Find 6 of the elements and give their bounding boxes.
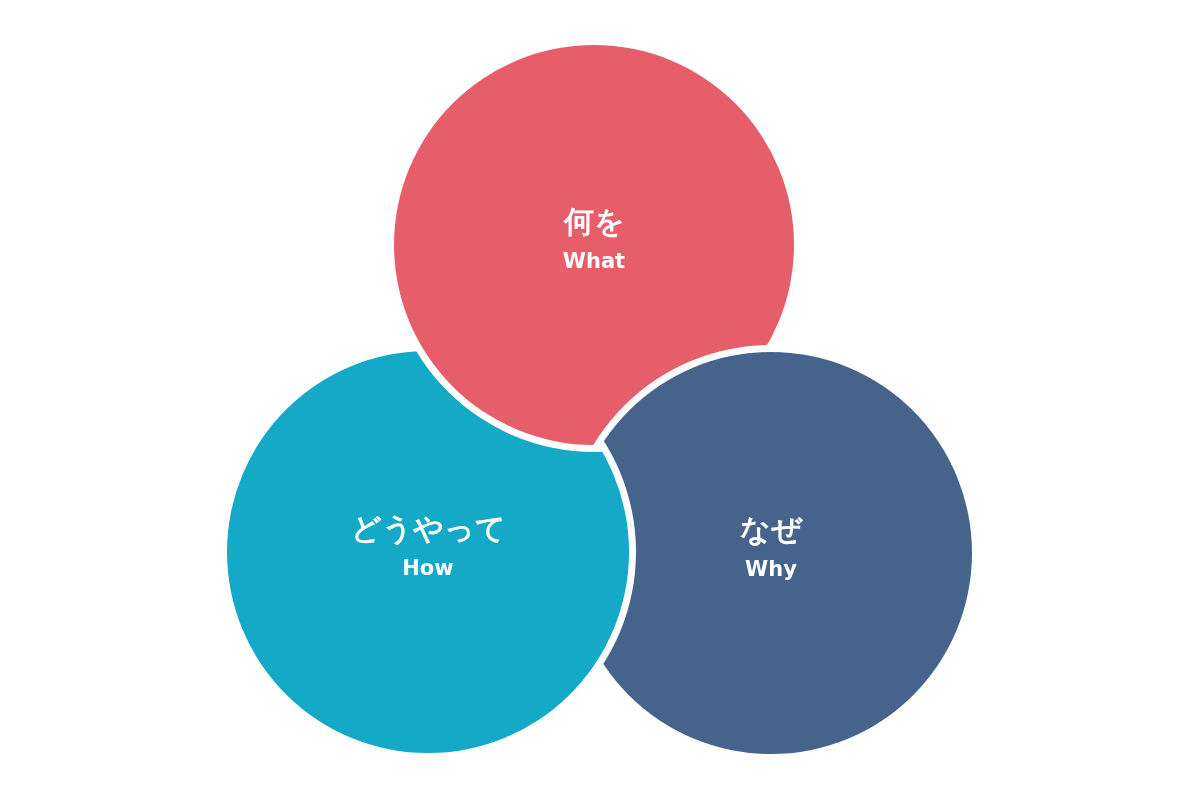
circle-heading: 何を [563, 203, 625, 241]
circle-subheading: How [402, 555, 454, 582]
circle-heading: どうやって [350, 510, 506, 548]
circle-heading: なぜ [740, 511, 802, 549]
circle-subheading: What [562, 248, 626, 275]
circle-subheading: Why [745, 556, 797, 583]
